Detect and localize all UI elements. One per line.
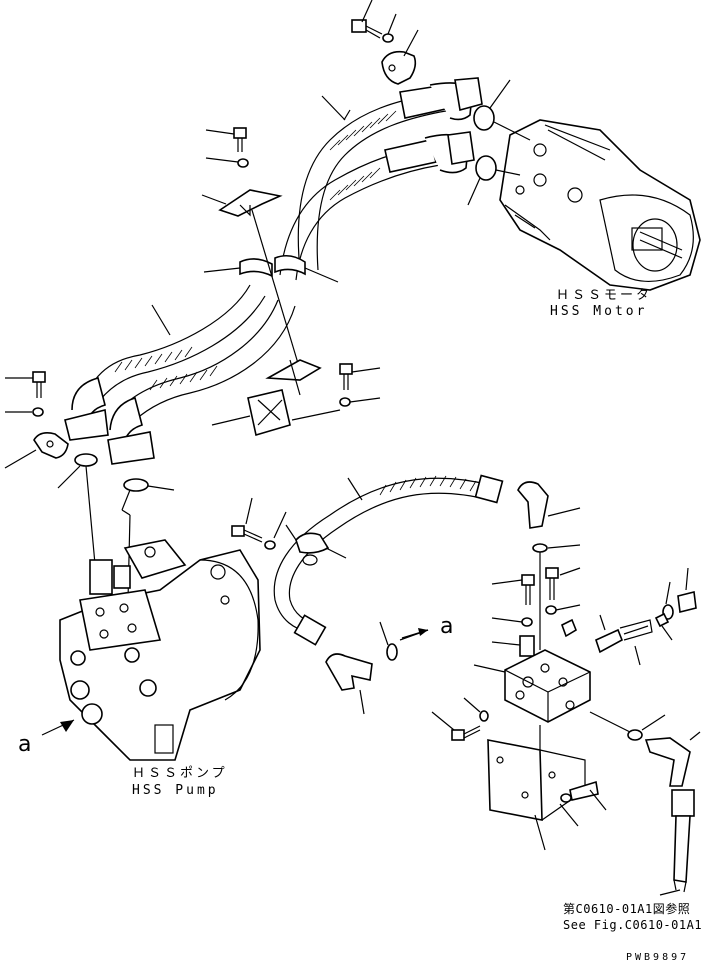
return-hose-clamp — [285, 524, 347, 566]
o-ring-b — [532, 543, 581, 650]
lower-hose-2 — [107, 299, 296, 465]
motor-o-ring-1 — [473, 79, 531, 141]
bracket-bolt — [559, 780, 607, 827]
hss-pump — [59, 539, 261, 761]
motor-o-ring-2 — [467, 155, 521, 206]
hose-clamp-band — [203, 254, 339, 283]
top-bolt — [351, 0, 383, 39]
valve-bracket — [487, 725, 586, 851]
lower-hose-sleeves — [114, 346, 218, 391]
motor-label-jp: ＨＳＳモータ — [556, 288, 653, 303]
hose-leader — [151, 304, 171, 336]
drawing-code: PWB9897 — [626, 952, 690, 963]
clamp-bolt — [231, 497, 287, 550]
top-split-flange — [381, 29, 419, 85]
left-split-flange — [4, 432, 69, 469]
hss-motor — [499, 119, 701, 291]
upper-hose-sleeves — [329, 110, 397, 201]
valve-side-bolt — [431, 697, 489, 741]
view-mark-valve: a — [440, 614, 454, 639]
view-mark-pump: a — [18, 732, 32, 757]
lower-clamp-bracket — [211, 359, 322, 437]
elbow-fitting-top — [517, 481, 581, 529]
valve-block — [473, 649, 591, 723]
lower-bolt — [291, 363, 381, 421]
upper-hose-1 — [297, 77, 483, 271]
view-arrow-valve — [399, 629, 429, 641]
upper-bolt — [205, 127, 249, 168]
pump-o-ring-1 — [57, 453, 98, 576]
elbow-fitting-left — [325, 653, 373, 715]
pump-label-en: HSS Pump — [132, 783, 219, 798]
valve-bolts — [491, 567, 581, 657]
return-hose-wrap — [379, 475, 477, 496]
o-ring-c — [589, 711, 666, 741]
pump-o-ring-2 — [121, 478, 175, 601]
reference-label-jp: 第C0610-01A1図参照 — [563, 902, 691, 916]
lower-hose-1 — [64, 284, 266, 441]
view-arrow-pump — [41, 719, 75, 736]
upper-hose-2 — [279, 131, 475, 281]
upper-clamp-bracket — [201, 189, 283, 217]
motor-label-en: HSS Motor — [550, 304, 648, 319]
hose-to-ref — [659, 789, 695, 896]
return-hose — [273, 474, 504, 646]
assembly-guide-line — [251, 209, 301, 371]
reference-label-en: See Fig.C0610-01A1 — [563, 918, 703, 932]
left-bolt — [5, 371, 46, 417]
top-washer — [382, 13, 397, 43]
elbow-fitting-right — [644, 731, 701, 787]
relief-valve — [595, 614, 653, 666]
spring-and-plug — [654, 567, 697, 641]
o-ring-a — [379, 621, 429, 661]
pump-label-jp: ＨＳＳポンプ — [132, 766, 228, 781]
